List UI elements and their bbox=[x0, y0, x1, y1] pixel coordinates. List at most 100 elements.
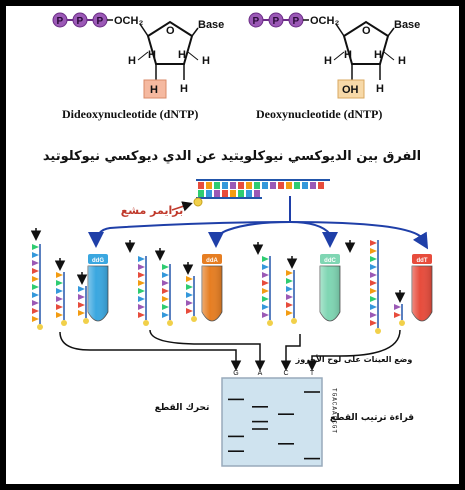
h-label: H bbox=[398, 55, 406, 67]
base-pair bbox=[278, 182, 284, 189]
fragment-base bbox=[286, 310, 293, 316]
three-prime-highlight bbox=[143, 79, 167, 99]
fragment-base bbox=[262, 256, 269, 262]
sequence-readout: TGACAAGCGT bbox=[331, 388, 338, 434]
base-pair bbox=[254, 182, 260, 189]
phosphate-2-label: P bbox=[273, 16, 280, 27]
tube-ddc: ddC bbox=[319, 254, 341, 322]
base-label: Base bbox=[198, 19, 224, 31]
three-prime-highlight bbox=[337, 79, 365, 99]
lane-letter: C bbox=[283, 370, 288, 377]
fragment-base bbox=[162, 272, 169, 278]
fragment-base bbox=[370, 312, 377, 318]
ribose-ring bbox=[146, 20, 194, 65]
base-pair bbox=[246, 190, 252, 197]
lane-letter: A bbox=[258, 370, 263, 377]
fragment-base bbox=[370, 296, 377, 302]
fragment-base bbox=[162, 312, 169, 318]
sugar-group-label: OCH₂ bbox=[310, 15, 339, 27]
fragment-base bbox=[370, 264, 377, 270]
radioactive-label-dot bbox=[193, 197, 203, 207]
label-dot bbox=[399, 320, 405, 326]
fragment-base bbox=[186, 292, 193, 298]
tube-ddt: ddT bbox=[411, 254, 433, 322]
fragment-base bbox=[78, 294, 85, 300]
loading-label: وضع العينات على لوح الأجروز bbox=[295, 354, 413, 364]
deoxynucleotide-structure: P P P OCH₂ O Base H H H H H OH Deoxynucl… bbox=[248, 12, 420, 121]
fragment-base bbox=[262, 296, 269, 302]
phosphate-1-label: P bbox=[57, 16, 64, 27]
sequencing-diagram: P P P OCH₂ O Base H H H H H H Dideoxynuc… bbox=[30, 12, 433, 467]
label-dot bbox=[83, 318, 89, 324]
base-pair bbox=[254, 190, 260, 197]
fragment-base bbox=[162, 304, 169, 310]
tube-label: ddT bbox=[417, 258, 428, 264]
fragment-base bbox=[56, 312, 63, 318]
fragment-base bbox=[286, 302, 293, 308]
dideoxynucleotide-structure: P P P OCH₂ O Base H H H H H H Dideoxynuc… bbox=[52, 12, 224, 121]
phosphate-1-label: P bbox=[253, 16, 260, 27]
base-pair bbox=[206, 182, 212, 189]
fragment-base bbox=[370, 288, 377, 294]
fragment-base bbox=[32, 292, 39, 298]
base-pair bbox=[286, 182, 292, 189]
h-label: H bbox=[376, 83, 384, 95]
fragment-base bbox=[56, 304, 63, 310]
fragment-base bbox=[286, 294, 293, 300]
fragment-base bbox=[370, 304, 377, 310]
lane-letter: T bbox=[310, 370, 315, 377]
fragment-base bbox=[262, 312, 269, 318]
fragment-base bbox=[262, 288, 269, 294]
base-pair bbox=[302, 182, 308, 189]
fragment-base bbox=[56, 288, 63, 294]
fragment-base bbox=[138, 304, 145, 310]
fragment-base bbox=[56, 272, 63, 278]
base-pair bbox=[198, 190, 204, 197]
tube-dda: ddA bbox=[201, 254, 223, 322]
base-pair bbox=[270, 182, 276, 189]
fragment-base bbox=[162, 280, 169, 286]
base-pair bbox=[206, 190, 212, 197]
fragment-base bbox=[262, 304, 269, 310]
loading-lines bbox=[59, 329, 401, 371]
label-dot bbox=[167, 320, 173, 326]
base-pair bbox=[262, 182, 268, 189]
base-pair bbox=[230, 190, 236, 197]
base-pair bbox=[310, 182, 316, 189]
fragment-base bbox=[162, 288, 169, 294]
h-label: H bbox=[374, 49, 382, 61]
distribution-arrows bbox=[88, 196, 429, 250]
h-label: H bbox=[128, 55, 136, 67]
fragment-base bbox=[186, 284, 193, 290]
svg-text:O: O bbox=[166, 25, 175, 37]
gel-bands bbox=[228, 391, 320, 460]
phosphate-3-label: P bbox=[97, 16, 104, 27]
fragment-base bbox=[138, 312, 145, 318]
ribose-ring bbox=[342, 20, 390, 65]
fragment-base bbox=[138, 256, 145, 262]
fragment-base bbox=[138, 272, 145, 278]
h-label: H bbox=[178, 49, 186, 61]
fragment-base bbox=[370, 248, 377, 254]
fragment-base bbox=[162, 264, 169, 270]
fragment-base bbox=[32, 276, 39, 282]
h-label: H bbox=[344, 49, 352, 61]
label-dot bbox=[143, 320, 149, 326]
fragment-base bbox=[186, 276, 193, 282]
label-dot bbox=[191, 316, 197, 322]
fragment-base bbox=[56, 296, 63, 302]
tube-label: ddC bbox=[324, 258, 336, 264]
primer-label: برايمر مشع bbox=[121, 204, 183, 217]
base-pair bbox=[214, 182, 220, 189]
h-label: H bbox=[180, 83, 188, 95]
base-pair bbox=[222, 182, 228, 189]
fragment-base bbox=[394, 312, 401, 318]
fragment-base bbox=[186, 308, 193, 314]
deoxy-caption: Deoxynucleotide (dNTP) bbox=[256, 107, 382, 121]
base-pair bbox=[230, 182, 236, 189]
base-pair bbox=[294, 182, 300, 189]
base-pair bbox=[214, 190, 220, 197]
fragment-base bbox=[78, 286, 85, 292]
